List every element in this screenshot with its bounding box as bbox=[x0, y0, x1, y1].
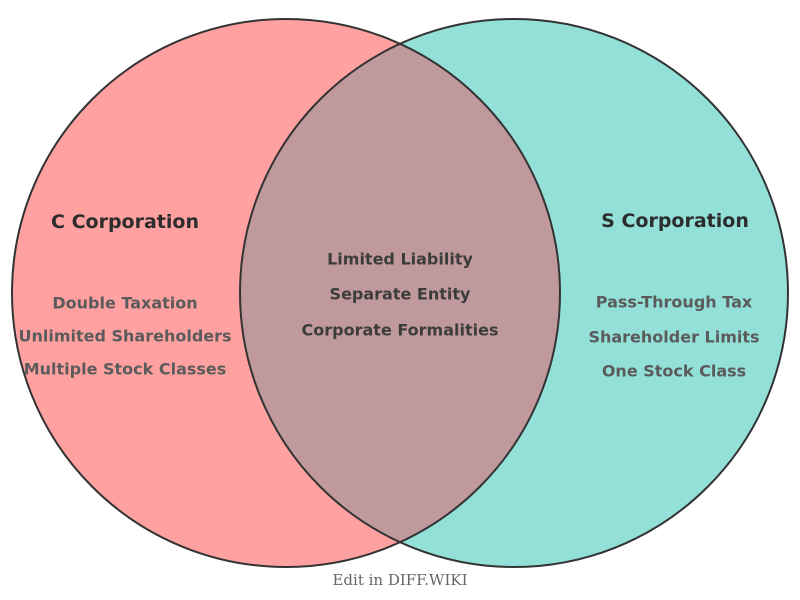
left-circle-title: C Corporation bbox=[51, 211, 199, 233]
left-item-3: Multiple Stock Classes bbox=[23, 359, 227, 379]
right-circle-title: S Corporation bbox=[601, 210, 749, 232]
left-item-1: Double Taxation bbox=[52, 293, 198, 313]
right-item-2: Shareholder Limits bbox=[588, 327, 760, 347]
left-circle-outline bbox=[11, 18, 561, 568]
left-item-2: Unlimited Shareholders bbox=[18, 326, 232, 346]
overlap-region-fill bbox=[239, 43, 561, 543]
right-circle-outline bbox=[239, 18, 789, 568]
right-item-3: One Stock Class bbox=[601, 361, 747, 381]
edit-link[interactable]: Edit in DIFF.WIKI bbox=[332, 571, 468, 589]
overlap-item-2: Separate Entity bbox=[329, 284, 471, 304]
right-item-1: Pass-Through Tax bbox=[595, 292, 753, 312]
overlap-item-1: Limited Liability bbox=[327, 249, 473, 269]
overlap-item-3: Corporate Formalities bbox=[301, 320, 499, 340]
